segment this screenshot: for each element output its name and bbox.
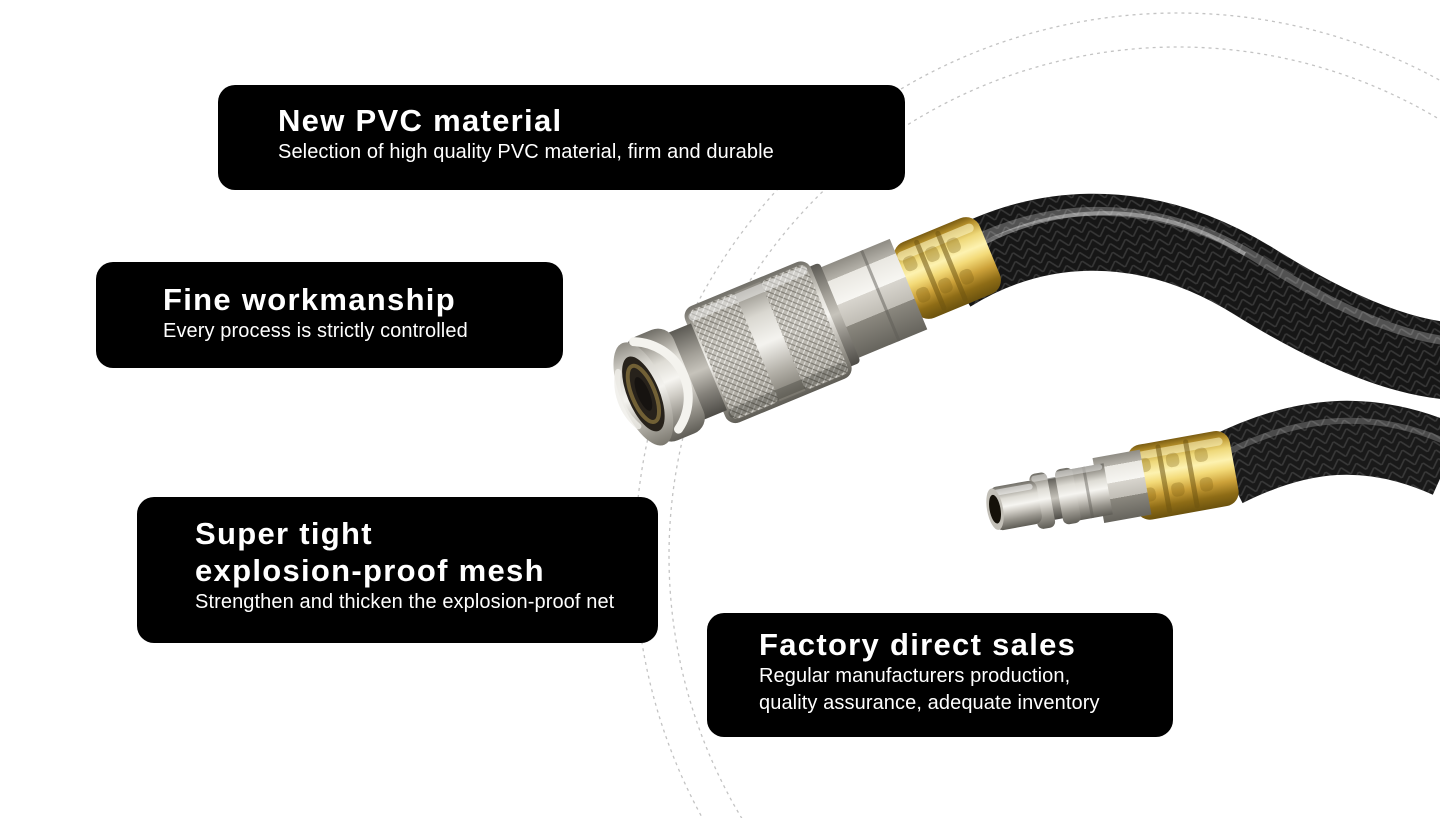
callout-title-line: New PVC material — [278, 103, 563, 138]
callout-description: Selection of high quality PVC material, … — [278, 139, 905, 166]
callout-description-line: quality assurance, adequate inventory — [759, 692, 1100, 714]
plug-shaft — [1029, 463, 1113, 529]
callout-title-line: Factory direct sales — [759, 627, 1077, 662]
coupler-knurled-sleeve — [684, 261, 852, 424]
callout-title-line: Fine workmanship — [163, 282, 456, 317]
coupler-neck — [665, 323, 727, 421]
callout-title: Fine workmanship — [163, 281, 563, 318]
upper-braided-hose — [929, 193, 1440, 399]
callout-description: Strengthen and thicken the explosion-pro… — [195, 589, 658, 616]
callout-description: Regular manufacturers production, qualit… — [759, 663, 1173, 717]
plug-tip — [986, 480, 1042, 531]
female-quick-coupler — [613, 217, 1001, 446]
callout-title-line: Super tight — [195, 516, 373, 551]
callout-factory-direct-sales: Factory direct sales Regular manufacture… — [707, 613, 1173, 737]
callout-description-line: Every process is strictly controlled — [163, 320, 468, 342]
coupler-front-ring — [613, 328, 705, 446]
male-plug-fitting — [986, 431, 1239, 531]
callout-description-line: Strengthen and thicken the explosion-pro… — [195, 591, 615, 613]
background-arcs — [634, 12, 1440, 818]
callout-title: Factory direct sales — [759, 626, 1173, 663]
callout-title-line: explosion-proof mesh — [195, 553, 545, 588]
coupler-brass-ferrule — [893, 217, 1001, 319]
callout-description-line: Regular manufacturers production, — [759, 665, 1071, 687]
callout-description: Every process is strictly controlled — [163, 318, 563, 345]
callout-description-line: Selection of high quality PVC material, … — [278, 141, 774, 163]
coupler-step-ring — [806, 263, 860, 367]
inner-arc-circle — [668, 46, 1440, 818]
callout-super-tight-explosion-proof-mesh: Super tight explosion-proof mesh Strengt… — [137, 497, 658, 643]
callout-title: New PVC material — [278, 102, 905, 139]
callout-new-pvc-material: New PVC material Selection of high quali… — [218, 85, 905, 190]
lower-braided-hose — [1209, 400, 1440, 504]
callout-title: Super tight explosion-proof mesh — [195, 515, 658, 589]
callout-fine-workmanship: Fine workmanship Every process is strict… — [96, 262, 563, 368]
